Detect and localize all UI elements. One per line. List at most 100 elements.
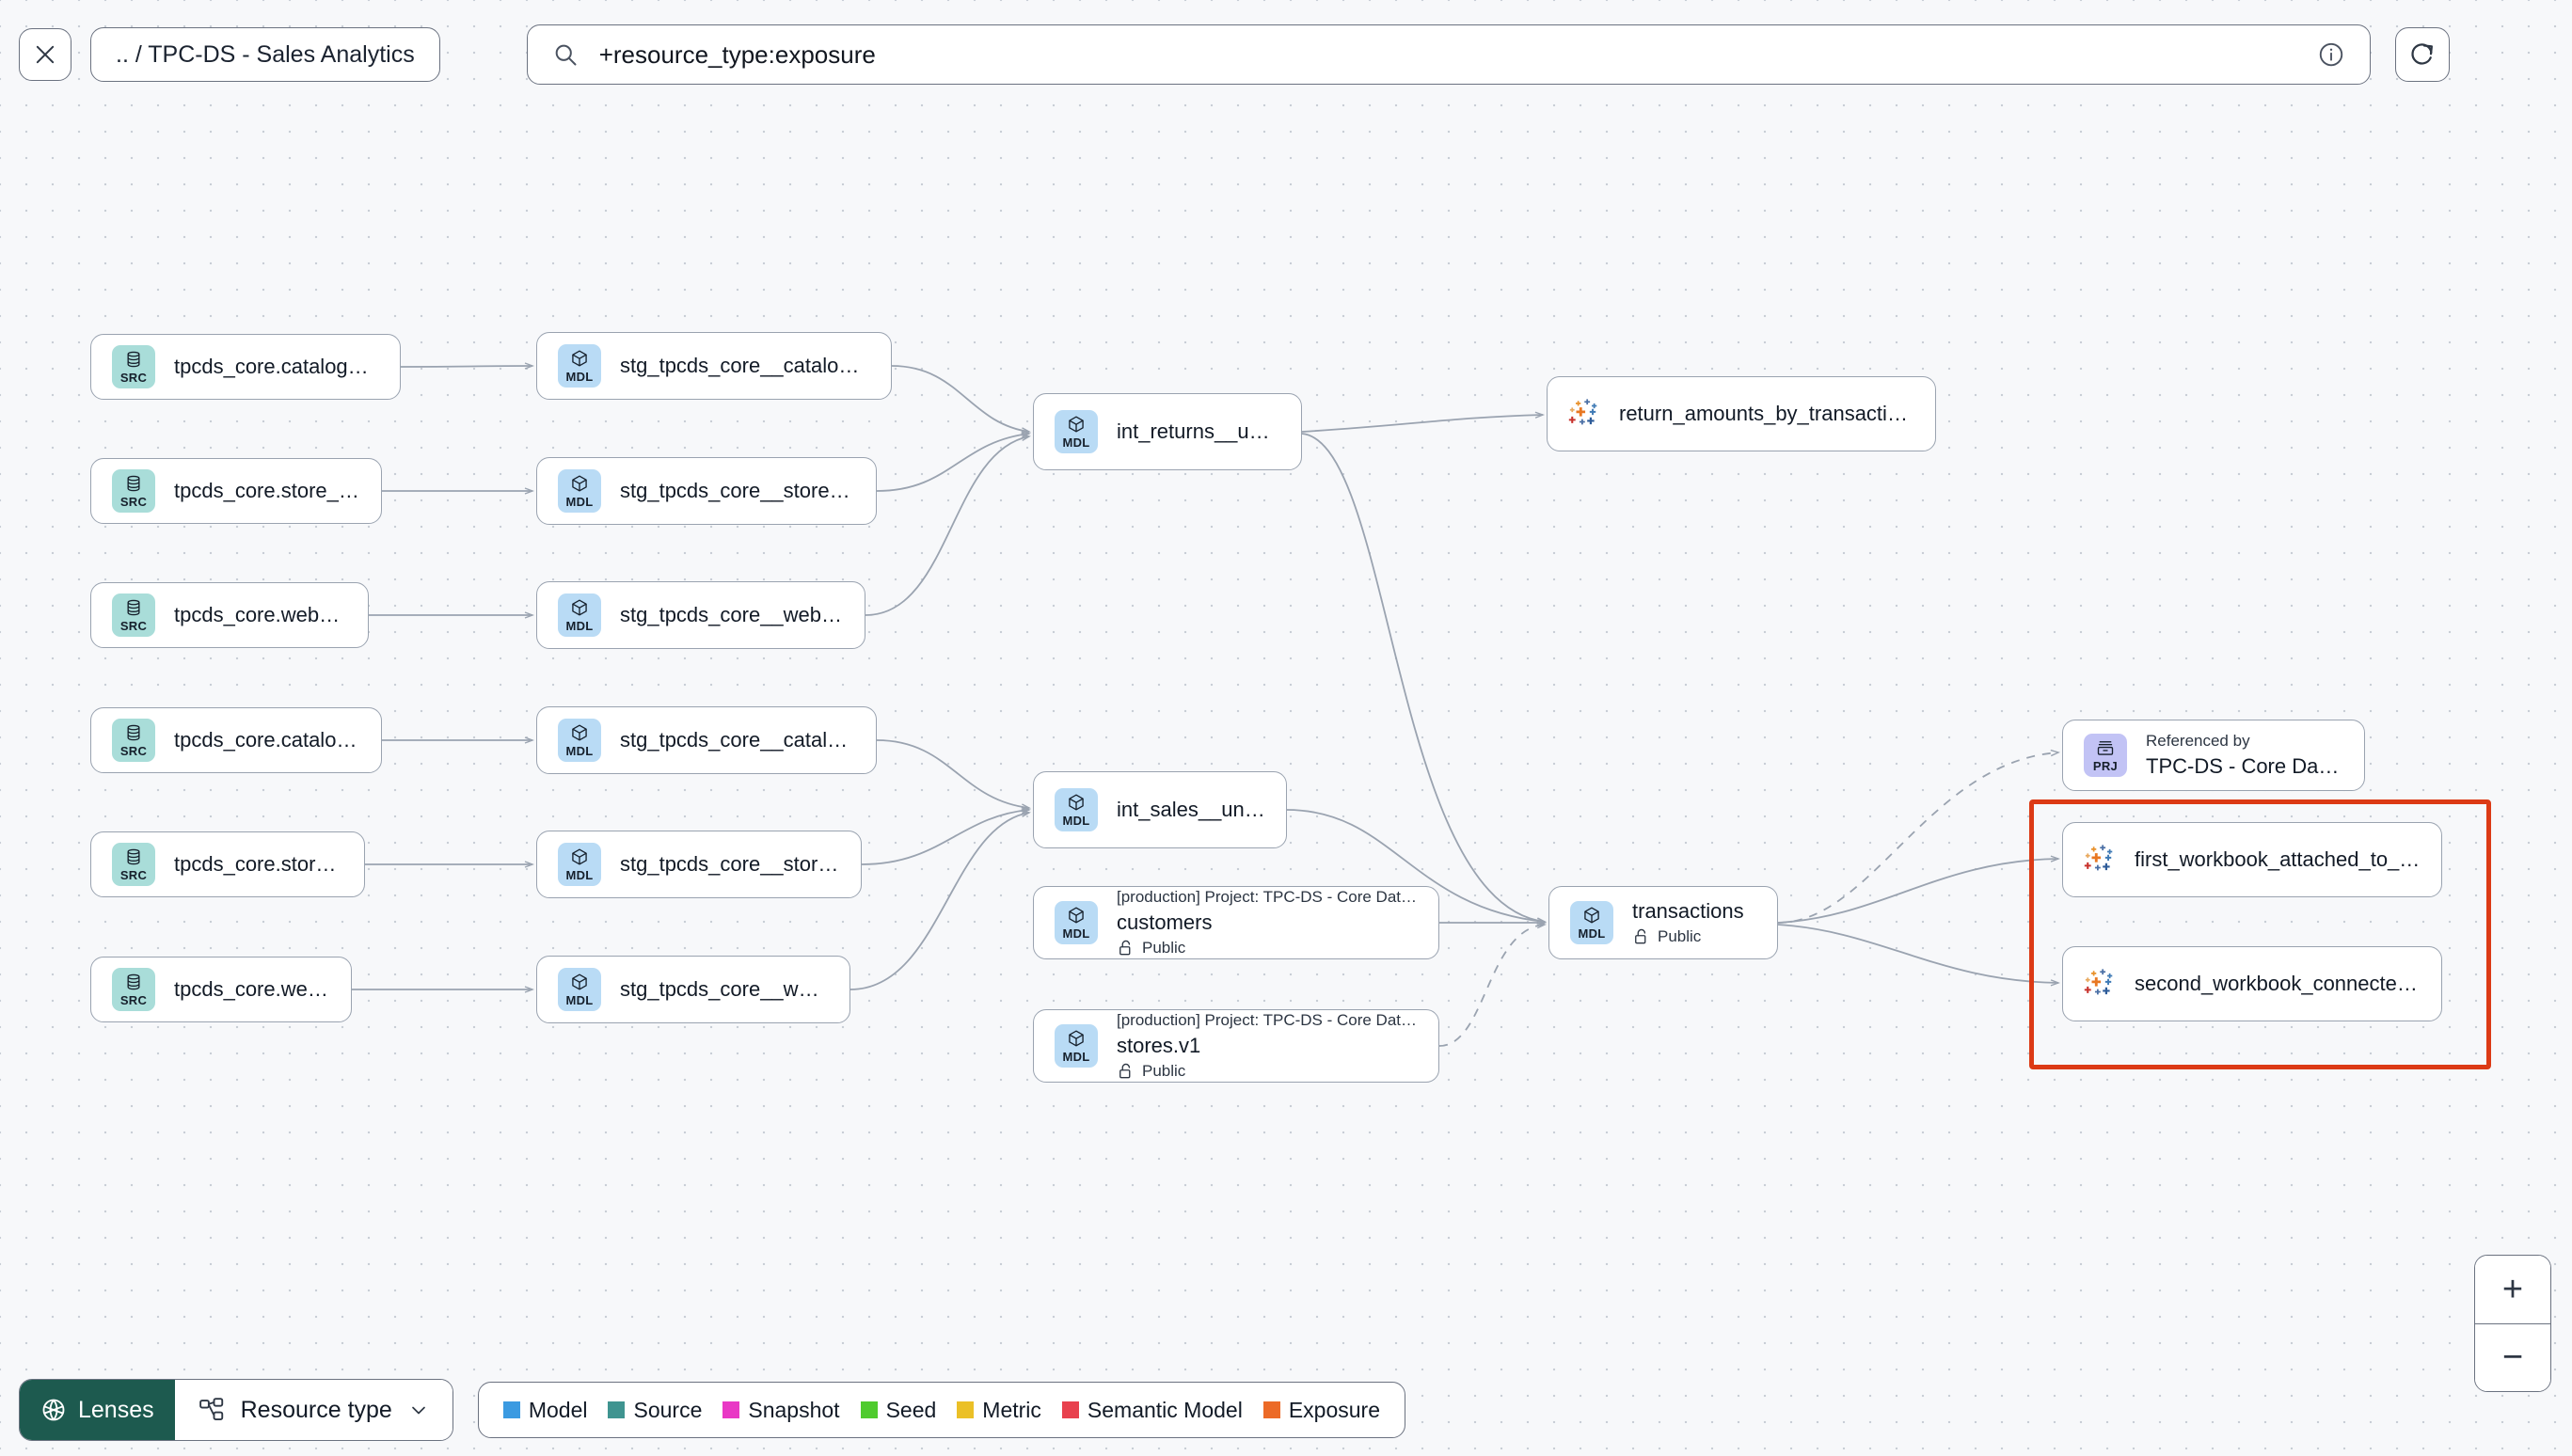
close-button[interactable] bbox=[19, 28, 71, 81]
graph-node-stg_catalog_sales[interactable]: MDL stg_tpcds_core__catalog_sales bbox=[536, 706, 877, 774]
node-type-badge-label: SRC bbox=[119, 993, 148, 1007]
info-icon[interactable] bbox=[2317, 40, 2345, 69]
zoom-in-button[interactable]: + bbox=[2475, 1256, 2550, 1323]
node-body: stg_tpcds_core__store_returns bbox=[620, 479, 855, 503]
node-type-badge-mdl: MDL bbox=[558, 344, 601, 388]
graph-node-src_store_sales[interactable]: SRC tpcds_core.store_sales bbox=[90, 831, 365, 897]
node-type-badge-label: MDL bbox=[565, 993, 594, 1007]
node-name-label: tpcds_core.store_sales bbox=[174, 852, 343, 876]
node-body: [production] Project: TPC-DS - Core Data… bbox=[1117, 1011, 1418, 1081]
node-body: first_workbook_attached_to_tpc-ds_-_… bbox=[2135, 847, 2421, 872]
graph-node-customers[interactable]: MDL [production] Project: TPC-DS - Core D… bbox=[1033, 886, 1439, 959]
close-icon bbox=[36, 45, 55, 64]
legend-item[interactable]: Seed bbox=[860, 1397, 937, 1423]
unlock-icon bbox=[1119, 1063, 1131, 1079]
node-name-label: tpcds_core.web_returns bbox=[174, 603, 347, 626]
project-stack-icon bbox=[2097, 741, 2114, 755]
legend-label: Exposure bbox=[1288, 1397, 1380, 1422]
tableau-exposure-icon bbox=[2084, 845, 2113, 871]
node-name-label: stg_tpcds_core__catalog_sales bbox=[620, 728, 855, 752]
node-type-badge-mdl: MDL bbox=[558, 968, 601, 1011]
node-body: Referenced by TPC-DS - Core Data Models bbox=[2146, 732, 2343, 779]
cube-icon bbox=[1069, 1030, 1084, 1047]
node-type-badge-mdl: MDL bbox=[1055, 788, 1098, 831]
node-name-label: tpcds_core.catalog_sales bbox=[174, 728, 360, 752]
legend-item[interactable]: Snapshot bbox=[722, 1398, 840, 1423]
legend-color-swatch bbox=[860, 1401, 878, 1418]
node-type-badge-label: MDL bbox=[565, 370, 594, 384]
legend-color-swatch bbox=[1061, 1401, 1079, 1418]
node-name-label: tpcds_core.store_returns bbox=[174, 479, 360, 502]
legend-item[interactable]: Semantic Model bbox=[1061, 1397, 1243, 1423]
zoom-out-button[interactable]: − bbox=[2475, 1323, 2550, 1391]
node-name-label: int_sales__unioned bbox=[1117, 798, 1265, 821]
graph-node-src_web_returns[interactable]: SRC tpcds_core.web_returns bbox=[90, 582, 369, 648]
node-body: [production] Project: TPC-DS - Core Data… bbox=[1117, 888, 1418, 957]
graph-node-int_sales_unioned[interactable]: MDL int_sales__unioned bbox=[1033, 771, 1287, 848]
graph-node-stores_v1[interactable]: MDL [production] Project: TPC-DS - Core D… bbox=[1033, 1009, 1439, 1083]
graph-node-return_amounts[interactable]: return_amounts_by_transaction_type bbox=[1547, 376, 1936, 451]
resource-type-dropdown[interactable]: Resource type bbox=[174, 1380, 452, 1440]
node-body: transactions Public bbox=[1632, 899, 1744, 946]
legend-item[interactable]: Source bbox=[608, 1398, 702, 1423]
node-relation-label: Referenced by bbox=[2146, 732, 2250, 750]
node-body: int_sales__unioned bbox=[1117, 798, 1265, 822]
search-icon bbox=[555, 44, 577, 66]
database-icon bbox=[127, 848, 140, 865]
lenses-button[interactable]: Lenses bbox=[20, 1380, 175, 1440]
node-access-label: Public bbox=[1142, 1062, 1186, 1080]
legend-color-swatch bbox=[957, 1401, 975, 1418]
node-type-badge-src: SRC bbox=[112, 843, 155, 886]
node-body: stg_tpcds_core__web_sales bbox=[620, 977, 829, 1002]
tableau-exposure-icon bbox=[1568, 399, 1597, 425]
node-type-badge-mdl: MDL bbox=[558, 719, 601, 762]
node-type-badge-label: SRC bbox=[119, 619, 148, 633]
graph-node-first_workbook[interactable]: first_workbook_attached_to_tpc-ds_-_… bbox=[2062, 822, 2442, 897]
node-type-badge-label: MDL bbox=[1062, 435, 1090, 450]
node-name-label: transactions bbox=[1632, 899, 1744, 923]
search-bar[interactable] bbox=[526, 24, 2371, 85]
legend-color-swatch bbox=[1262, 1401, 1280, 1418]
nodes-icon bbox=[198, 1398, 223, 1420]
node-type-badge-label: MDL bbox=[1062, 926, 1090, 941]
refresh-button[interactable] bbox=[2394, 27, 2450, 82]
graph-node-second_workbook[interactable]: second_workbook_connected_to_live… bbox=[2062, 946, 2442, 1021]
node-type-badge-mdl: MDL bbox=[1055, 1024, 1098, 1068]
unlock-icon bbox=[1635, 928, 1646, 944]
node-name-label: stg_tpcds_core__store_sales bbox=[620, 852, 840, 876]
graph-node-src_web_sales[interactable]: SRC tpcds_core.web_sales bbox=[90, 957, 352, 1022]
search-input[interactable] bbox=[598, 40, 2296, 70]
legend-item[interactable]: Model bbox=[502, 1397, 588, 1423]
legend-label: Semantic Model bbox=[1087, 1397, 1243, 1422]
graph-node-stg_web_sales[interactable]: MDL stg_tpcds_core__web_sales bbox=[536, 956, 850, 1023]
node-body: tpcds_core.web_sales bbox=[174, 977, 330, 1002]
legend-item[interactable]: Metric bbox=[957, 1398, 1041, 1423]
node-name-label: TPC-DS - Core Data Models bbox=[2146, 754, 2343, 778]
breadcrumb[interactable]: .. / TPC-DS - Sales Analytics bbox=[90, 27, 440, 82]
legend-item[interactable]: Exposure bbox=[1262, 1397, 1380, 1423]
node-type-badge-label: SRC bbox=[119, 371, 148, 385]
node-access-meta: Public bbox=[1632, 927, 1744, 946]
unlock-icon bbox=[1119, 940, 1131, 956]
legend-label: Seed bbox=[885, 1397, 937, 1422]
legend-color-swatch bbox=[502, 1401, 520, 1418]
database-icon bbox=[127, 973, 140, 990]
database-icon bbox=[127, 351, 140, 368]
node-body: stg_tpcds_core__catalog_sales bbox=[620, 728, 855, 752]
lenses-label: Lenses bbox=[78, 1396, 154, 1423]
legend-label: Model bbox=[528, 1397, 588, 1422]
legend-color-swatch bbox=[722, 1401, 740, 1418]
node-access-meta: Public bbox=[1117, 1062, 1418, 1081]
